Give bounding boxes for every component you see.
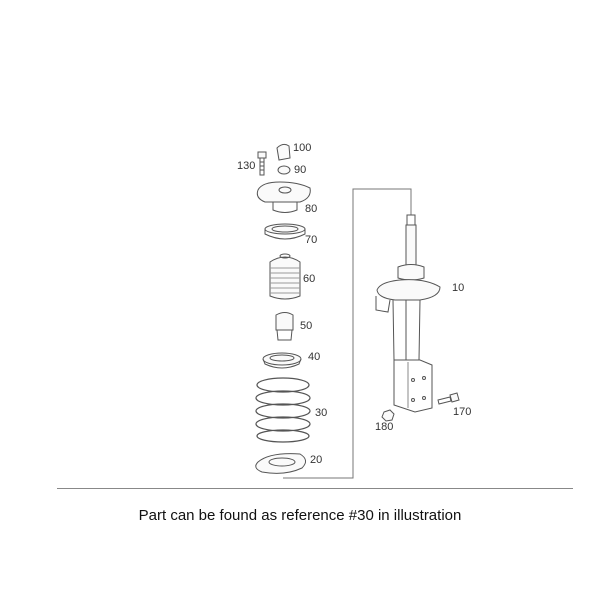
part-40-spring-seat: [262, 352, 302, 369]
label-10: 10: [452, 282, 465, 294]
part-100-cap: [276, 143, 291, 161]
label-30: 30: [315, 407, 328, 419]
label-90: 90: [294, 164, 307, 176]
label-50: 50: [300, 320, 313, 332]
label-20: 20: [310, 454, 323, 466]
part-30-coil-spring: [255, 377, 311, 443]
part-90-nut: [277, 165, 291, 175]
label-180: 180: [375, 421, 394, 433]
assembly-connector-line: [283, 188, 412, 479]
part-180-nut: [381, 409, 395, 422]
part-20-spring-pad: [255, 453, 306, 474]
part-50-bump-stop: [275, 312, 294, 341]
part-170-bolt: [437, 392, 460, 405]
part-80-top-mount: [256, 181, 311, 213]
label-40: 40: [308, 351, 321, 363]
label-170: 170: [453, 406, 472, 418]
label-100: 100: [293, 142, 312, 154]
part-70-bearing: [264, 223, 306, 240]
reference-caption: Part can be found as reference #30 in il…: [138, 507, 462, 524]
divider: [57, 488, 573, 489]
label-70: 70: [305, 234, 318, 246]
label-130: 130: [237, 160, 256, 172]
part-60-dust-boot: [269, 253, 301, 300]
part-130-bolt: [257, 151, 267, 176]
label-60: 60: [303, 273, 316, 285]
label-80: 80: [305, 203, 318, 215]
part-10-strut-assembly: [375, 214, 441, 413]
